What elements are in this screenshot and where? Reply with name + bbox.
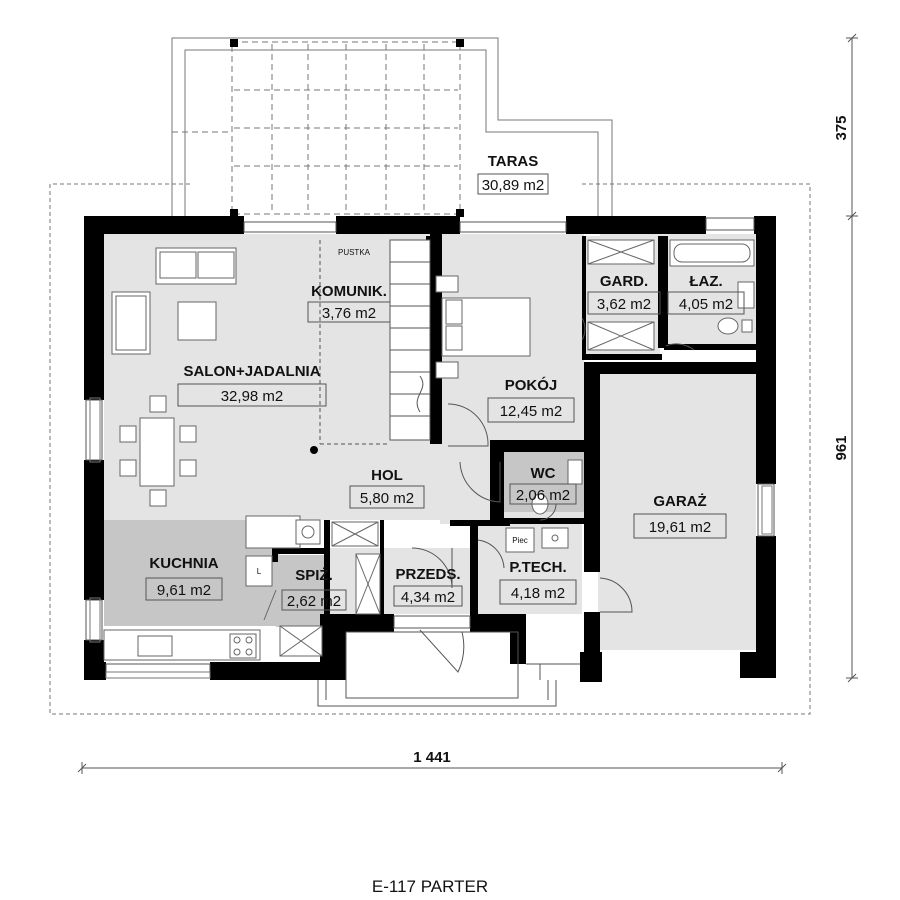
label-pustka: PUSTKA bbox=[338, 248, 371, 257]
room-name-wc: WC bbox=[531, 465, 556, 482]
staircase bbox=[319, 239, 431, 445]
terrace-posts bbox=[230, 39, 464, 217]
walls bbox=[84, 216, 776, 682]
room-area-przeds: 4,34 m2 bbox=[401, 589, 455, 606]
room-name-salon: SALON+JADALNIA bbox=[183, 363, 320, 380]
room-name-spiz: SPIŻ. bbox=[295, 567, 333, 584]
doors bbox=[411, 317, 695, 673]
porch bbox=[317, 631, 580, 707]
label-piec: Piec bbox=[512, 536, 528, 545]
room-name-hol: HOL bbox=[371, 467, 403, 484]
room-area-hol: 5,80 m2 bbox=[360, 490, 414, 507]
room-name-laz: ŁAZ. bbox=[689, 273, 722, 290]
wardrobe bbox=[587, 239, 655, 351]
dimension-depth: 961 bbox=[833, 435, 850, 460]
label-boxes bbox=[145, 173, 745, 611]
room-name-garaz: GARAŻ bbox=[653, 493, 706, 510]
dimension-terrace: 375 bbox=[833, 115, 850, 140]
room-area-laz: 4,05 m2 bbox=[679, 296, 733, 313]
dimension-lines bbox=[77, 33, 858, 774]
room-area-garaz: 19,61 m2 bbox=[649, 519, 712, 536]
room-area-ptech: 4,18 m2 bbox=[511, 585, 565, 602]
window-sills bbox=[89, 397, 773, 679]
room-area-pokoj: 12,45 m2 bbox=[500, 403, 563, 420]
room-area-gard: 3,62 m2 bbox=[597, 296, 651, 313]
room-area-kuchnia: 9,61 m2 bbox=[157, 582, 211, 599]
terrace-structure bbox=[171, 37, 613, 216]
room-area-spiz: 2,62 m2 bbox=[287, 593, 341, 610]
room-name-taras: TARAS bbox=[488, 153, 539, 170]
room-name-przeds: PRZEDS. bbox=[395, 566, 460, 583]
label-l: L bbox=[257, 567, 262, 576]
plan-caption: E-117 PARTER bbox=[372, 877, 488, 896]
room-area-salon: 32,98 m2 bbox=[221, 388, 284, 405]
room-area-taras: 30,89 m2 bbox=[482, 177, 545, 194]
room-name-kuchnia: KUCHNIA bbox=[149, 555, 218, 572]
kitchen-fixtures bbox=[103, 515, 379, 661]
pantry-shelves bbox=[245, 553, 381, 657]
room-area-wc: 2,06 m2 bbox=[516, 487, 570, 504]
room-labels: TARAS 30,89 m2 KOMUNIK. 3,76 m2 SALON+JA… bbox=[149, 153, 733, 610]
roof-outline bbox=[49, 183, 811, 715]
dimension-width: 1 441 bbox=[413, 749, 451, 766]
room-name-gard: GARD. bbox=[600, 273, 648, 290]
living-furniture bbox=[111, 247, 237, 507]
bed bbox=[435, 275, 531, 379]
room-name-komunik: KOMUNIK. bbox=[311, 283, 387, 300]
room-area-komunik: 3,76 m2 bbox=[322, 305, 376, 322]
bath-fixtures bbox=[669, 239, 755, 335]
room-name-ptech: P.TECH. bbox=[509, 559, 566, 576]
room-name-pokoj: POKÓJ bbox=[505, 376, 558, 394]
tech-fixtures bbox=[505, 527, 569, 553]
column-point bbox=[310, 446, 318, 454]
